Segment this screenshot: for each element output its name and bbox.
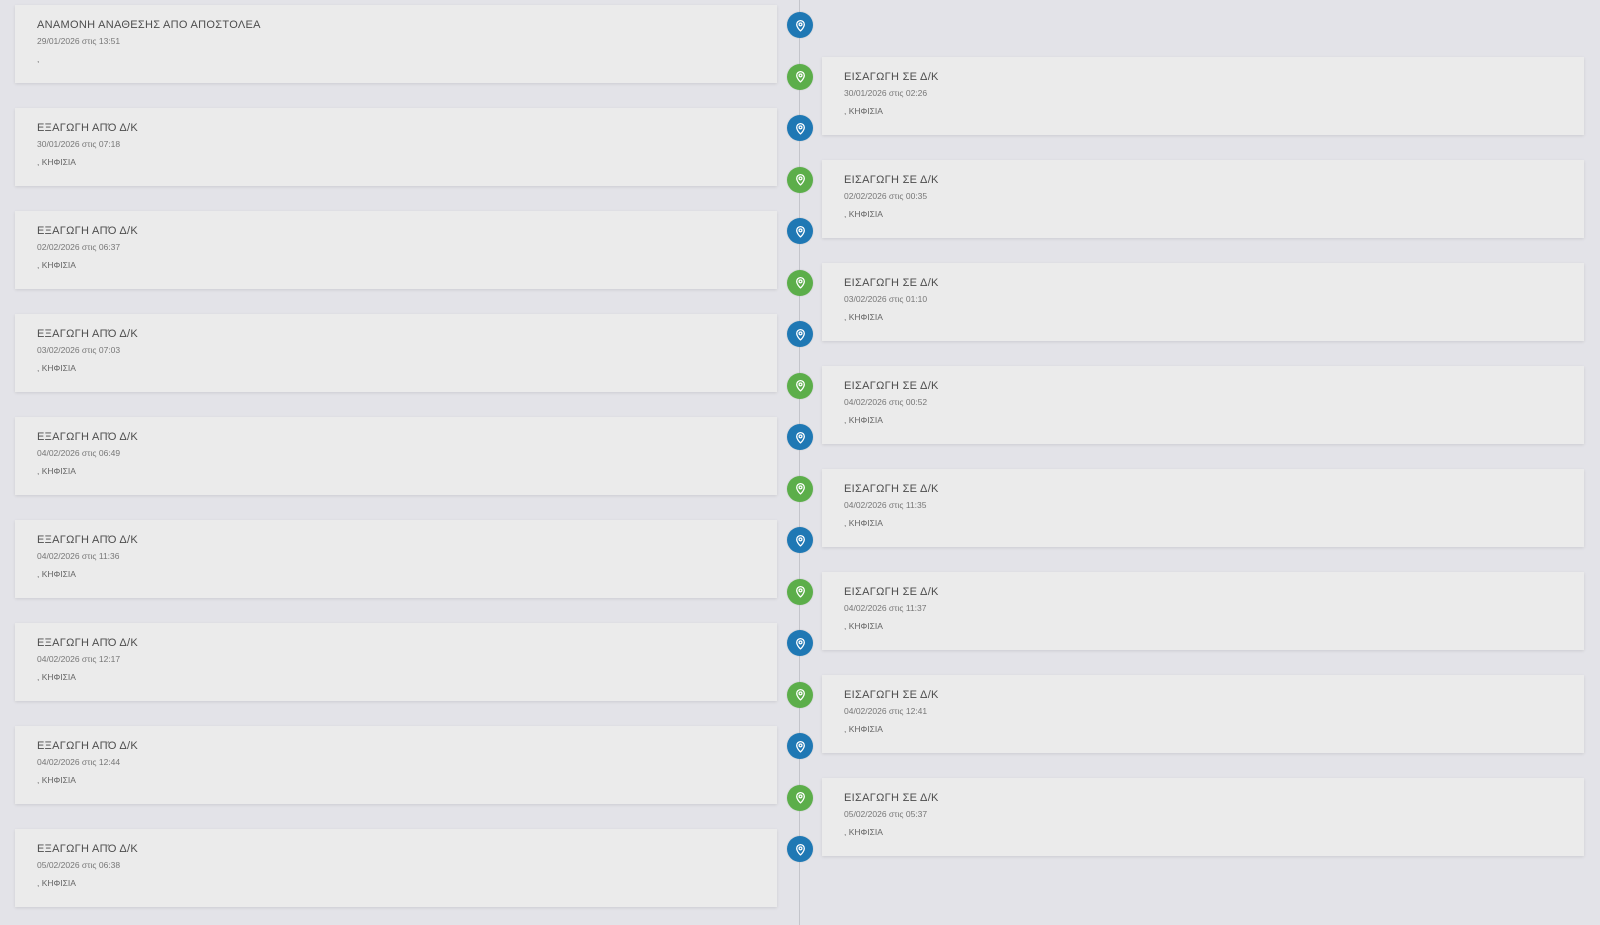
map-pin-icon [787,115,813,141]
event-status-title: ΕΞΑΓΩΓΗ ΑΠΌ Δ/Κ [37,225,139,237]
event-location: , ΚΗΦΙΣΙΑ [844,517,883,528]
timeline-event-card-14: ΕΙΣΑΓΩΓΗ ΣΕ Δ/Κ 04/02/2026 στις 12:41 , … [822,674,1584,753]
event-location: , ΚΗΦΙΣΙΑ [37,878,76,888]
event-status-title: ΕΙΣΑΓΩΓΗ ΣΕ Δ/Κ [844,70,939,83]
event-datetime: 04/02/2026 στις 00:52 [844,396,928,407]
event-location: , ΚΗΦΙΣΙΑ [37,157,76,167]
event-location: , ΚΗΦΙΣΙΑ [844,105,883,116]
map-pin-icon [787,12,813,38]
timeline-event-card-2: ΕΙΣΑΓΩΓΗ ΣΕ Δ/Κ 30/01/2026 στις 02:26 , … [822,56,1584,135]
event-datetime: 29/01/2026 στις 13:51 [37,36,121,46]
event-datetime: 05/02/2026 στις 06:38 [37,860,121,870]
map-pin-icon [787,321,813,347]
timeline-event-card-13: ΕΞΑΓΩΓΗ ΑΠΌ Δ/Κ 04/02/2026 στις 12:17 , … [15,623,777,701]
event-status-title: ΕΙΣΑΓΩΓΗ ΣΕ Δ/Κ [844,482,939,495]
map-pin-icon [787,578,813,605]
event-location: , ΚΗΦΙΣΙΑ [37,260,76,270]
event-datetime: 05/02/2026 στις 05:37 [844,808,928,819]
event-datetime: 02/02/2026 στις 06:37 [37,242,121,252]
event-status-title: ΕΞΑΓΩΓΗ ΑΠΌ Δ/Κ [37,637,139,649]
map-pin-icon [787,836,813,862]
timeline-event-card-15: ΕΞΑΓΩΓΗ ΑΠΌ Δ/Κ 04/02/2026 στις 12:44 , … [15,726,777,804]
event-location: , [37,54,40,64]
event-status-title: ΕΙΣΑΓΩΓΗ ΣΕ Δ/Κ [844,276,939,289]
event-datetime: 04/02/2026 στις 12:44 [37,757,121,767]
map-pin-icon [787,630,813,656]
event-status-title: ΑΝΑΜΟΝΗ ΑΝΑΘΕΣΗΣ ΑΠΟ ΑΠΟΣΤΟΛΕΑ [37,19,261,31]
timeline-axis [799,0,800,925]
event-datetime: 03/02/2026 στις 07:03 [37,345,121,355]
timeline-event-card-4: ΕΙΣΑΓΩΓΗ ΣΕ Δ/Κ 02/02/2026 στις 00:35 , … [822,159,1584,238]
timeline-event-card-8: ΕΙΣΑΓΩΓΗ ΣΕ Δ/Κ 04/02/2026 στις 00:52 , … [822,365,1584,444]
map-pin-icon [787,166,813,193]
event-status-title: ΕΙΣΑΓΩΓΗ ΣΕ Δ/Κ [844,173,939,186]
event-datetime: 04/02/2026 στις 11:36 [37,551,120,561]
event-status-title: ΕΙΣΑΓΩΓΗ ΣΕ Δ/Κ [844,585,939,598]
event-status-title: ΕΙΣΑΓΩΓΗ ΣΕ Δ/Κ [844,791,939,804]
map-pin-icon [787,372,813,399]
event-datetime: 04/02/2026 στις 11:37 [844,602,927,613]
event-location: , ΚΗΦΙΣΙΑ [37,672,76,682]
map-pin-icon [787,475,813,502]
event-location: , ΚΗΦΙΣΙΑ [844,826,883,837]
event-datetime: 04/02/2026 στις 12:17 [37,654,121,664]
timeline-event-card-5: ΕΞΑΓΩΓΗ ΑΠΌ Δ/Κ 02/02/2026 στις 06:37 , … [15,211,777,289]
event-location: , ΚΗΦΙΣΙΑ [37,363,76,373]
event-status-title: ΕΞΑΓΩΓΗ ΑΠΌ Δ/Κ [37,740,139,752]
event-status-title: ΕΞΑΓΩΓΗ ΑΠΌ Δ/Κ [37,122,139,134]
map-pin-icon [787,269,813,296]
event-datetime: 03/02/2026 στις 01:10 [844,293,928,304]
event-datetime: 04/02/2026 στις 06:49 [37,448,121,458]
timeline-event-card-11: ΕΞΑΓΩΓΗ ΑΠΌ Δ/Κ 04/02/2026 στις 11:36 , … [15,520,777,598]
timeline-event-card-12: ΕΙΣΑΓΩΓΗ ΣΕ Δ/Κ 04/02/2026 στις 11:37 , … [822,571,1584,650]
event-datetime: 02/02/2026 στις 00:35 [844,190,928,201]
event-datetime: 04/02/2026 στις 11:35 [844,499,927,510]
map-pin-icon [787,424,813,450]
event-location: , ΚΗΦΙΣΙΑ [844,620,883,631]
timeline-event-card-6: ΕΙΣΑΓΩΓΗ ΣΕ Δ/Κ 03/02/2026 στις 01:10 , … [822,262,1584,341]
event-datetime: 30/01/2026 στις 07:18 [37,139,121,149]
event-status-title: ΕΞΑΓΩΓΗ ΑΠΌ Δ/Κ [37,843,139,855]
event-location: , ΚΗΦΙΣΙΑ [844,414,883,425]
event-location: , ΚΗΦΙΣΙΑ [37,466,76,476]
timeline-event-card-9: ΕΞΑΓΩΓΗ ΑΠΌ Δ/Κ 04/02/2026 στις 06:49 , … [15,417,777,495]
event-location: , ΚΗΦΙΣΙΑ [37,775,76,785]
event-status-title: ΕΞΑΓΩΓΗ ΑΠΌ Δ/Κ [37,431,139,443]
map-pin-icon [787,681,813,708]
event-location: , ΚΗΦΙΣΙΑ [844,311,883,322]
event-status-title: ΕΙΣΑΓΩΓΗ ΣΕ Δ/Κ [844,688,939,701]
timeline-event-card-10: ΕΙΣΑΓΩΓΗ ΣΕ Δ/Κ 04/02/2026 στις 11:35 , … [822,468,1584,547]
map-pin-icon [787,218,813,244]
timeline-event-card-3: ΕΞΑΓΩΓΗ ΑΠΌ Δ/Κ 30/01/2026 στις 07:18 , … [15,108,777,186]
map-pin-icon [787,784,813,811]
map-pin-icon [787,527,813,553]
event-status-title: ΕΞΑΓΩΓΗ ΑΠΌ Δ/Κ [37,534,139,546]
event-location: , ΚΗΦΙΣΙΑ [844,208,883,219]
timeline-event-card-7: ΕΞΑΓΩΓΗ ΑΠΌ Δ/Κ 03/02/2026 στις 07:03 , … [15,314,777,392]
map-pin-icon [787,733,813,759]
timeline-event-card-1: ΑΝΑΜΟΝΗ ΑΝΑΘΕΣΗΣ ΑΠΟ ΑΠΟΣΤΟΛΕΑ 29/01/202… [15,5,777,83]
event-datetime: 30/01/2026 στις 02:26 [844,87,928,98]
event-datetime: 04/02/2026 στις 12:41 [844,705,928,716]
timeline-event-card-16: ΕΙΣΑΓΩΓΗ ΣΕ Δ/Κ 05/02/2026 στις 05:37 , … [822,777,1584,856]
event-status-title: ΕΞΑΓΩΓΗ ΑΠΌ Δ/Κ [37,328,139,340]
timeline-event-card-17: ΕΞΑΓΩΓΗ ΑΠΌ Δ/Κ 05/02/2026 στις 06:38 , … [15,829,777,907]
map-pin-icon [787,63,813,90]
event-location: , ΚΗΦΙΣΙΑ [37,569,76,579]
event-location: , ΚΗΦΙΣΙΑ [844,723,883,734]
event-status-title: ΕΙΣΑΓΩΓΗ ΣΕ Δ/Κ [844,379,939,392]
